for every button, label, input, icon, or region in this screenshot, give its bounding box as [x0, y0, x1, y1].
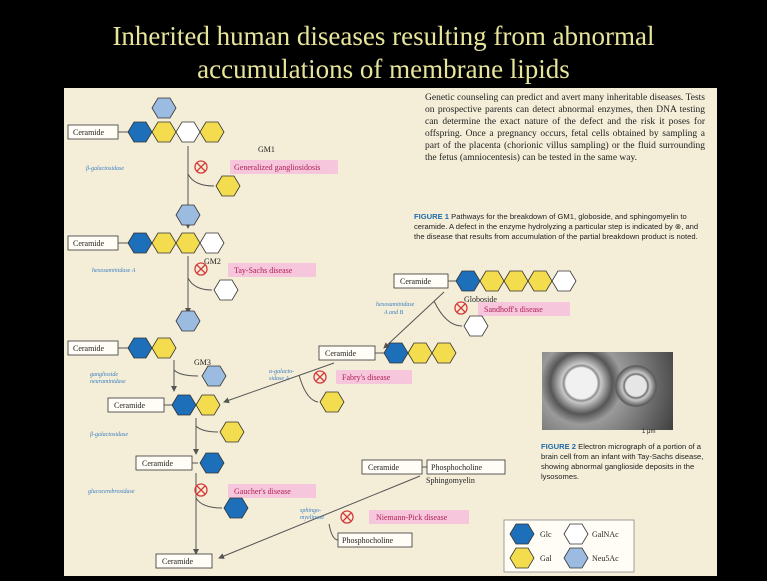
figure2-caption: FIGURE 2 Electron micrograph of a portio…: [541, 442, 706, 482]
enzyme-block-icon: [195, 161, 207, 173]
enzyme-block-icon: [195, 263, 207, 275]
gal-hexagon: [200, 122, 224, 142]
phosphocholine-label: Phosphocholine: [431, 463, 483, 472]
figure1-label: FIGURE 1: [414, 212, 449, 221]
neu5ac-hexagon: [176, 311, 200, 331]
sphingomyelin-label: Sphingomyelin: [426, 476, 475, 485]
galnac-hexagon: [552, 271, 576, 291]
enzyme-glucocerebrosidase: glucocerebrosidase: [88, 489, 135, 495]
enzyme-beta-galactosidase: β-galactosidase: [85, 166, 124, 172]
gal-hexagon: [320, 392, 344, 412]
glc-hexagon: [384, 343, 408, 363]
ceramide-label: Ceramide: [142, 459, 174, 468]
neu5ac-hexagon: [202, 366, 226, 386]
neu5ac-hexagon: [152, 98, 176, 118]
enzyme-block-icon: [455, 302, 467, 314]
disease-tay-sachs: Tay-Sachs disease: [234, 266, 293, 275]
glc-hexagon: [128, 122, 152, 142]
enzyme-alpha-galactosidase-2: sidase A: [269, 376, 289, 382]
figure1-caption: FIGURE 1 Pathways for the breakdown of G…: [414, 212, 706, 242]
scale-bar-label: 1 μm: [642, 429, 655, 435]
disease-fabry: Fabry's disease: [342, 373, 391, 382]
phosphocholine-label: Phosphocholine: [342, 536, 394, 545]
galnac-hexagon: [464, 316, 488, 336]
gal-hexagon: [152, 338, 176, 358]
galnac-hexagon: [200, 233, 224, 253]
legend-glc: Glc: [540, 530, 552, 539]
ceramide-label: Ceramide: [400, 277, 432, 286]
disease-generalized-gangliosidosis: Generalized gangliosidosis: [234, 163, 320, 172]
body-paragraph: Genetic counseling can predict and avert…: [425, 92, 705, 164]
enzyme-hexosaminidase-ab-2: A and B: [383, 310, 404, 316]
slide-title: Inherited human diseases resulting from …: [0, 20, 767, 86]
electron-micrograph: [542, 352, 673, 430]
enzyme-beta-galactosidase-2: β-galactosidase: [89, 432, 128, 438]
enzyme-sphingomyelinase-2: myelinase: [300, 515, 324, 521]
glc-hexagon: [128, 233, 152, 253]
figure1-caption-text: Pathways for the breakdown of GM1, globo…: [414, 212, 698, 241]
legend-gal: Gal: [540, 554, 552, 563]
gal-hexagon: [176, 233, 200, 253]
enzyme-block-icon: [341, 511, 353, 523]
enzyme-hexosaminidase-ab-1: hexosaminidase: [376, 302, 415, 308]
ceramide-label: Ceramide: [73, 128, 105, 137]
ceramide-label: Ceramide: [114, 401, 146, 410]
enzyme-block-icon: [314, 371, 326, 383]
enzyme-block-icon: [195, 484, 207, 496]
gal-hexagon: [480, 271, 504, 291]
glc-hexagon: [456, 271, 480, 291]
ceramide-label: Ceramide: [73, 344, 105, 353]
glc-hexagon: [128, 338, 152, 358]
figure-panel: .ct{font-family:"Liberation Serif",serif…: [64, 88, 717, 576]
enzyme-ganglioside-neuraminidase-2: neuraminidase: [90, 379, 126, 385]
enzyme-alpha-galactosidase-1: α-galacto-: [269, 369, 294, 375]
gm2-label: GM2: [204, 257, 221, 266]
neu5ac-hexagon: [176, 205, 200, 225]
gal-hexagon: [408, 343, 432, 363]
galnac-hexagon: [176, 122, 200, 142]
legend-neu5ac: Neu5Ac: [592, 554, 619, 563]
gal-hexagon: [504, 271, 528, 291]
title-line-2: accumulations of membrane lipids: [0, 53, 767, 86]
glc-hexagon: [172, 395, 196, 415]
title-line-1: Inherited human diseases resulting from …: [0, 20, 767, 53]
gal-hexagon: [216, 176, 240, 196]
gal-hexagon: [220, 422, 244, 442]
gal-hexagon: [152, 233, 176, 253]
legend-galnac: GalNAc: [592, 530, 619, 539]
disease-sandhoff: Sandhoff's disease: [484, 305, 543, 314]
disease-niemann-pick: Niemann-Pick disease: [376, 513, 448, 522]
ceramide-label: Ceramide: [325, 349, 357, 358]
figure2-label: FIGURE 2: [541, 442, 576, 451]
enzyme-sphingomyelinase-1: sphingo-: [300, 508, 321, 514]
gm1-label: GM1: [258, 145, 275, 154]
enzyme-ganglioside-neuraminidase-1: ganglioside: [90, 372, 118, 378]
gal-hexagon: [152, 122, 176, 142]
ceramide-label: Ceramide: [73, 239, 105, 248]
glc-hexagon: [224, 498, 248, 518]
enzyme-hexosaminidase-a: hexosaminidase A: [92, 268, 136, 274]
gal-hexagon: [196, 395, 220, 415]
glc-hexagon: [200, 453, 224, 473]
galnac-hexagon: [214, 280, 238, 300]
disease-gaucher: Gaucher's disease: [234, 487, 291, 496]
ceramide-label: Ceramide: [162, 557, 194, 566]
gal-hexagon: [432, 343, 456, 363]
gal-hexagon: [528, 271, 552, 291]
ceramide-label: Ceramide: [368, 463, 400, 472]
